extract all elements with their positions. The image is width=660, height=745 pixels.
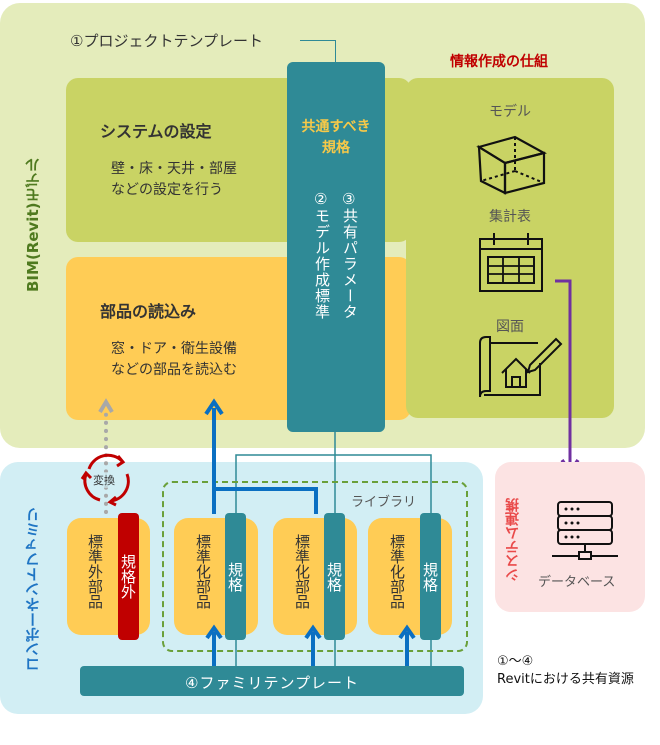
family-template-bar <box>80 666 464 696</box>
model-label: モデル <box>489 104 531 120</box>
conversion-dotted-arrow <box>98 398 114 514</box>
standard-part-label-3: 標準化部品 <box>388 534 406 609</box>
parts-load-title: 部品の読込み <box>100 302 197 321</box>
standard-part-label-1: 標準化部品 <box>194 534 212 609</box>
template-arrow-3 <box>398 624 416 666</box>
schedule-table-icon <box>479 233 543 292</box>
load-arrow <box>204 398 318 514</box>
standard-tag-label-2: 規格 <box>325 561 343 592</box>
database-label: データベース <box>538 575 616 590</box>
shared-standards-heading-2: 規格 <box>322 140 350 156</box>
system-settings-title: システムの設定 <box>100 122 212 141</box>
legend-range: ①〜④ <box>497 654 534 669</box>
project-template-connector-vertical <box>335 40 336 62</box>
drawing-label: 図面 <box>496 319 524 335</box>
system-integration-panel <box>495 462 645 612</box>
legend-description: Revitにおける共有資源 <box>497 672 634 687</box>
project-template-label: ①プロジェクトテンプレート <box>70 32 263 50</box>
nonstandard-part-label: 標準外部品 <box>86 534 104 609</box>
library-label: ライブラリ <box>351 495 417 510</box>
database-server-icon <box>552 501 618 560</box>
standard-2-number: ② <box>314 190 328 208</box>
shared-standards-bar <box>287 62 385 432</box>
template-arrow-1 <box>205 624 223 666</box>
standard-tag-2: 規格 <box>324 513 345 640</box>
parts-load-desc-1: 窓・ドア・衛生設備 <box>111 341 237 357</box>
standard-tag-label-1: 規格 <box>226 561 244 592</box>
standard-tag-label-3: 規格 <box>421 561 439 592</box>
standard-3-number: ③ <box>342 190 356 208</box>
convert-cycle-icon <box>80 453 130 507</box>
family-template-label: ④ファミリテンプレート <box>185 674 359 692</box>
nonstandard-tag-label: 規格外 <box>119 554 137 599</box>
standard-tag-1: 規格 <box>225 513 246 640</box>
schedule-label: 集計表 <box>489 209 531 225</box>
info-creation-heading: 情報作成の仕組 <box>450 54 548 70</box>
system-integration-label: システム連携 <box>505 498 521 582</box>
cube-icon <box>476 135 547 195</box>
system-settings-desc-1: 壁・床・天井・部屋 <box>111 161 237 177</box>
template-arrow-2 <box>304 624 322 666</box>
parts-load-desc-2: などの部品を読込む <box>111 362 237 378</box>
project-template-connector <box>300 40 336 41</box>
system-settings-desc-2: などの設定を行う <box>111 182 223 198</box>
standard-part-label-2: 標準化部品 <box>293 534 311 609</box>
convert-label: 変換 <box>93 472 115 488</box>
shared-standards-heading-1: 共通すべき <box>301 119 371 135</box>
shared-parameters: 共有パラメータ <box>341 208 359 320</box>
nonstandard-tag: 規格外 <box>118 513 139 640</box>
drawing-icon <box>479 336 563 398</box>
model-creation-standard: モデル作成標準 <box>313 208 331 320</box>
standard-tag-3: 規格 <box>420 513 441 640</box>
